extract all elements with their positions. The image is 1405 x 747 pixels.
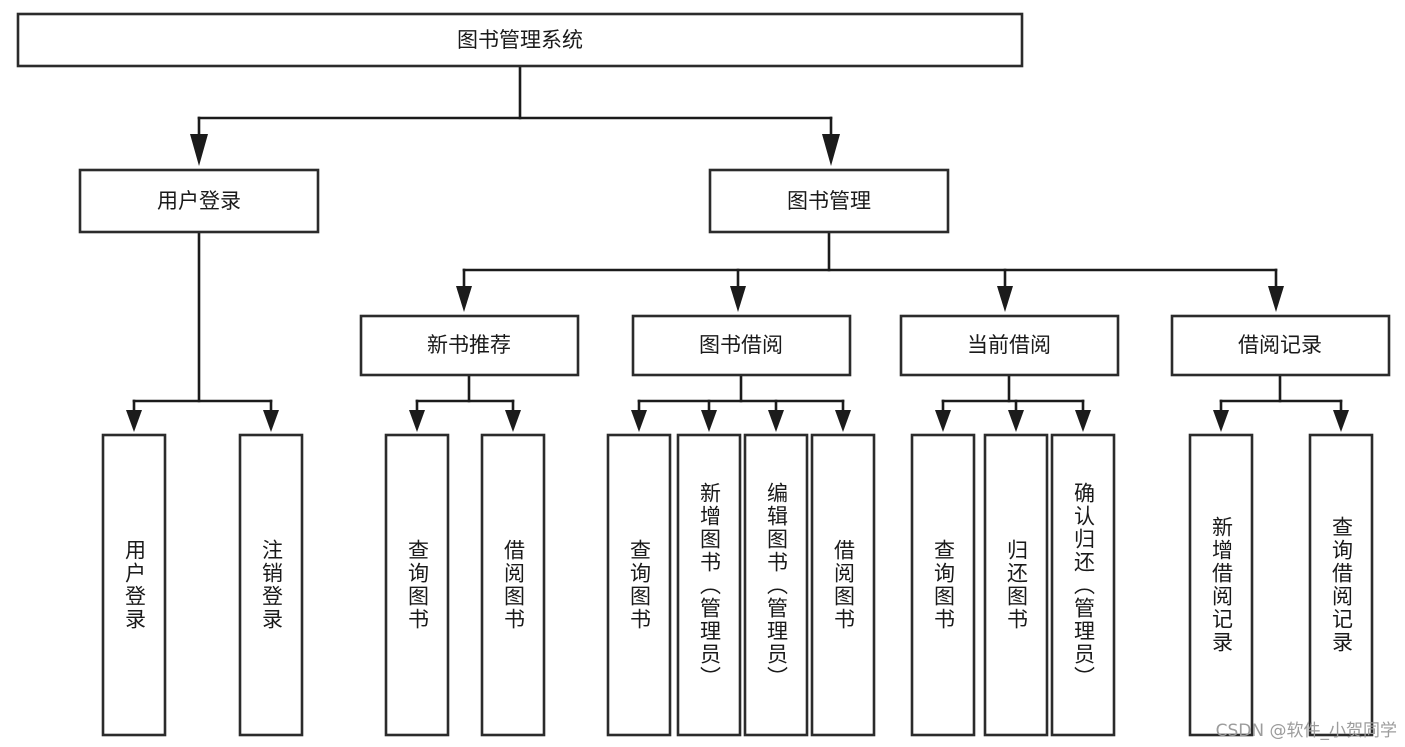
leaf-box-add-record[interactable] [1188,433,1254,737]
node-user-login[interactable]: 用户登录 [78,168,320,234]
connector-group-borrow-record [1213,373,1349,432]
leaf-box-add-book[interactable] [676,433,742,737]
node-root[interactable]: 图书管理系统 [16,12,1024,68]
arrow-head-current-borrow [997,286,1013,312]
node-root-label: 图书管理系统 [457,28,583,52]
node-book-borrow-box[interactable] [631,314,852,377]
connector-group-user-login [126,230,279,432]
arrow-head-leaf-borrow-book [835,410,851,432]
arrow-head-leaf-return-book [1008,410,1024,432]
node-new-book-recommend-box[interactable] [359,314,580,377]
node-user-login-box[interactable] [78,168,320,234]
node-borrow-record[interactable]: 借阅记录 [1170,314,1391,377]
arrow-head-leaf-add-record [1213,410,1229,432]
arrow-head-leaf-query-book-borrow [631,410,647,432]
leaf-boxes [101,433,1374,737]
node-current-borrow[interactable]: 当前借阅 [899,314,1120,377]
leaf-box-borrow-book[interactable] [810,433,876,737]
node-book-borrow-label: 图书借阅 [699,333,783,357]
node-book-manage-label: 图书管理 [787,189,871,213]
arrow-head-leaf-logout [263,410,279,432]
leaf-box-query-book-borrow[interactable] [606,433,672,737]
connector-group-book-manage [456,230,1284,312]
node-user-login-label: 用户登录 [157,189,241,213]
node-book-manage-box[interactable] [708,168,950,234]
node-borrow-record-label: 借阅记录 [1238,333,1322,357]
arrow-head-leaf-add-book [701,410,717,432]
arrow-head-user-login [190,134,208,166]
connector-group-book-borrow [631,373,851,432]
arrow-head-leaf-query-record [1333,410,1349,432]
node-root-box[interactable] [16,12,1024,68]
arrow-head-leaf-confirm-return [1075,410,1091,432]
node-book-manage[interactable]: 图书管理 [708,168,950,234]
leaf-box-logout[interactable] [238,433,304,737]
leaf-box-edit-book[interactable] [743,433,809,737]
connector-group-root [190,64,840,166]
arrow-head-borrow-record [1268,286,1284,312]
leaf-box-borrow-book-rec[interactable] [480,433,546,737]
leaf-box-query-book-cur[interactable] [910,433,976,737]
leaf-box-query-book-rec[interactable] [384,433,450,737]
node-new-book-recommend-label: 新书推荐 [427,333,511,357]
connector-group-current-borrow [935,373,1091,432]
connector-group-new-book-recommend [409,373,521,432]
leaf-box-user-login[interactable] [101,433,167,737]
arrow-head-new-book-recommend [456,286,472,312]
node-book-borrow[interactable]: 图书借阅 [631,314,852,377]
arrow-head-leaf-user-login [126,410,142,432]
arrow-head-book-borrow [730,286,746,312]
leaf-box-query-record[interactable] [1308,433,1374,737]
watermark: CSDN @软件_小贺同学 [1215,721,1397,741]
leaf-box-confirm-return[interactable] [1050,433,1116,737]
arrow-head-leaf-query-book-rec [409,410,425,432]
arrow-head-leaf-edit-book [768,410,784,432]
node-new-book-recommend[interactable]: 新书推荐 [359,314,580,377]
leaf-box-return-book[interactable] [983,433,1049,737]
arrow-head-leaf-query-book-cur [935,410,951,432]
arrow-head-book-manage [822,134,840,166]
node-current-borrow-box[interactable] [899,314,1120,377]
node-current-borrow-label: 当前借阅 [967,333,1051,357]
node-borrow-record-box[interactable] [1170,314,1391,377]
arrow-head-leaf-borrow-book-rec [505,410,521,432]
